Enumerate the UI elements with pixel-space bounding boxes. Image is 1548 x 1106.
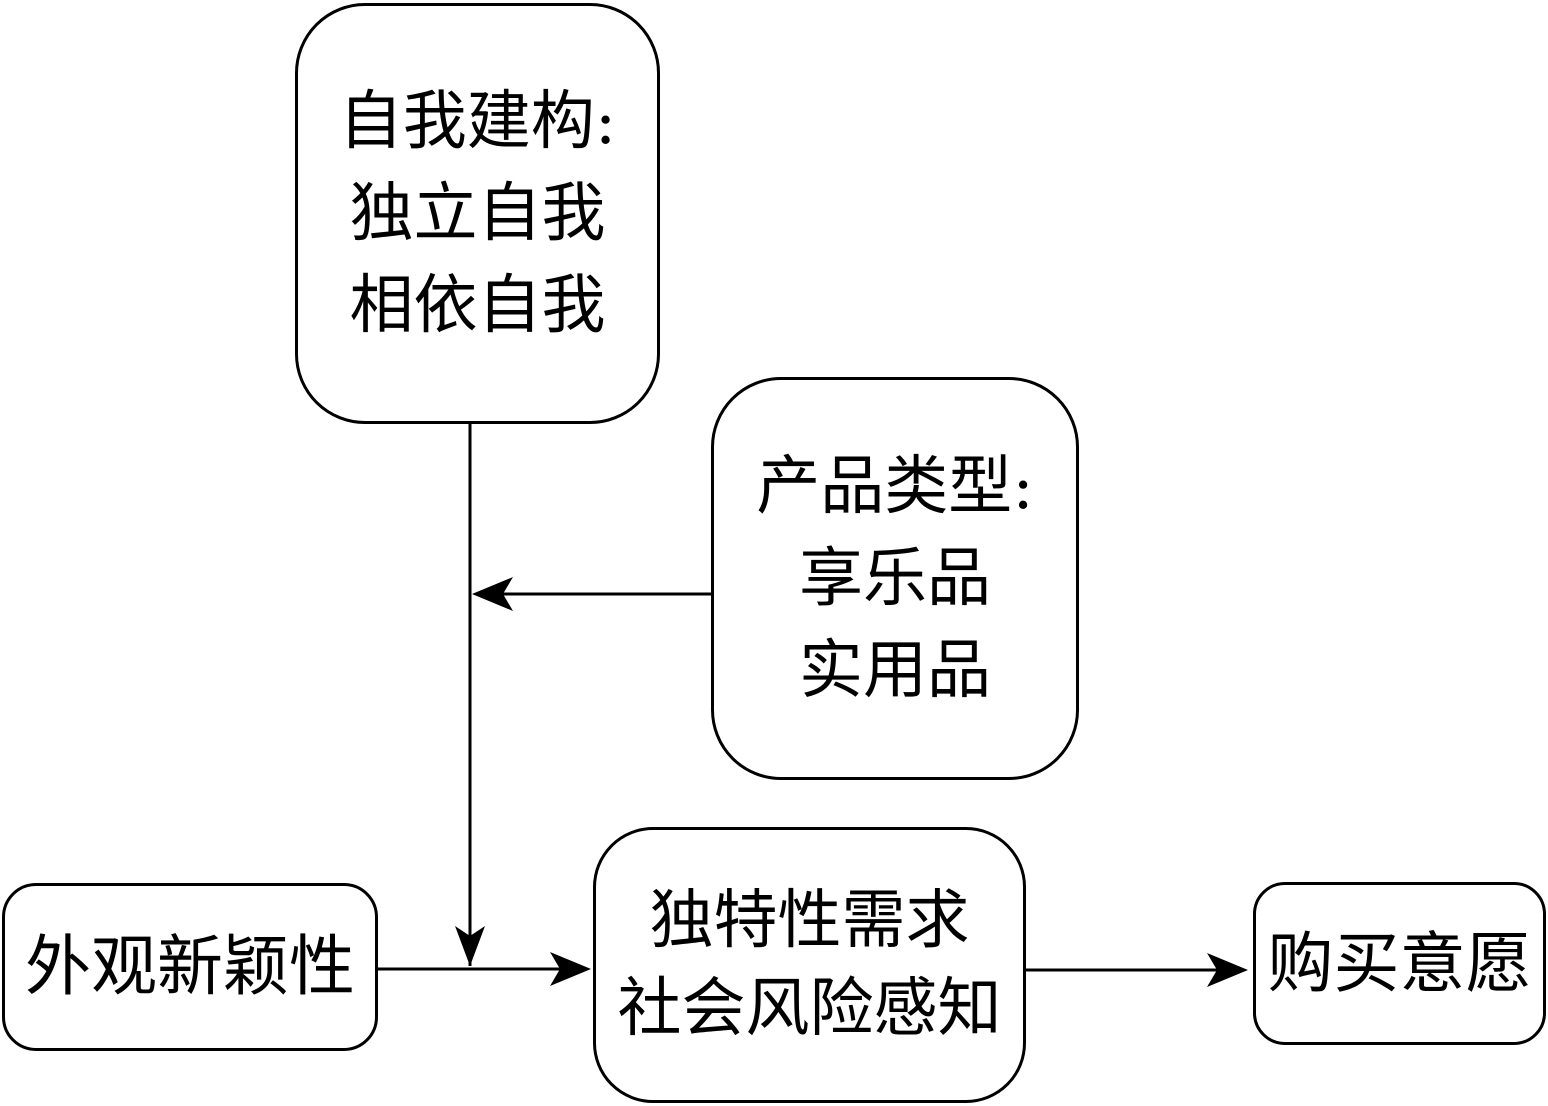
node-self-construal: 自我建构: 独立自我 相依自我 [295, 3, 660, 424]
node-label-line: 自我建构: [338, 84, 617, 159]
node-label-line: 外观新颖性 [25, 928, 355, 1005]
node-label-line: 购买意愿 [1267, 924, 1532, 1002]
node-product-type: 产品类型: 享乐品 实用品 [711, 377, 1079, 780]
node-appearance-novelty: 外观新颖性 [2, 883, 378, 1051]
node-label-line: 独立自我 [349, 176, 606, 251]
node-mediators: 独特性需求 社会风险感知 [593, 827, 1026, 1103]
node-label-line: 相依自我 [349, 268, 606, 343]
node-label-line: 实用品 [799, 633, 991, 708]
node-label-line: 产品类型: [756, 449, 1034, 524]
node-label-line: 享乐品 [799, 541, 991, 616]
node-purchase-intention: 购买意愿 [1253, 882, 1546, 1045]
arrowhead-right-icon [1207, 953, 1248, 987]
arrowhead-right-icon [550, 952, 591, 986]
arrowhead-down-icon [455, 926, 485, 966]
arrowhead-left-icon [472, 577, 513, 611]
node-label-line: 社会风险感知 [617, 972, 1002, 1046]
node-label-line: 独特性需求 [649, 884, 970, 958]
